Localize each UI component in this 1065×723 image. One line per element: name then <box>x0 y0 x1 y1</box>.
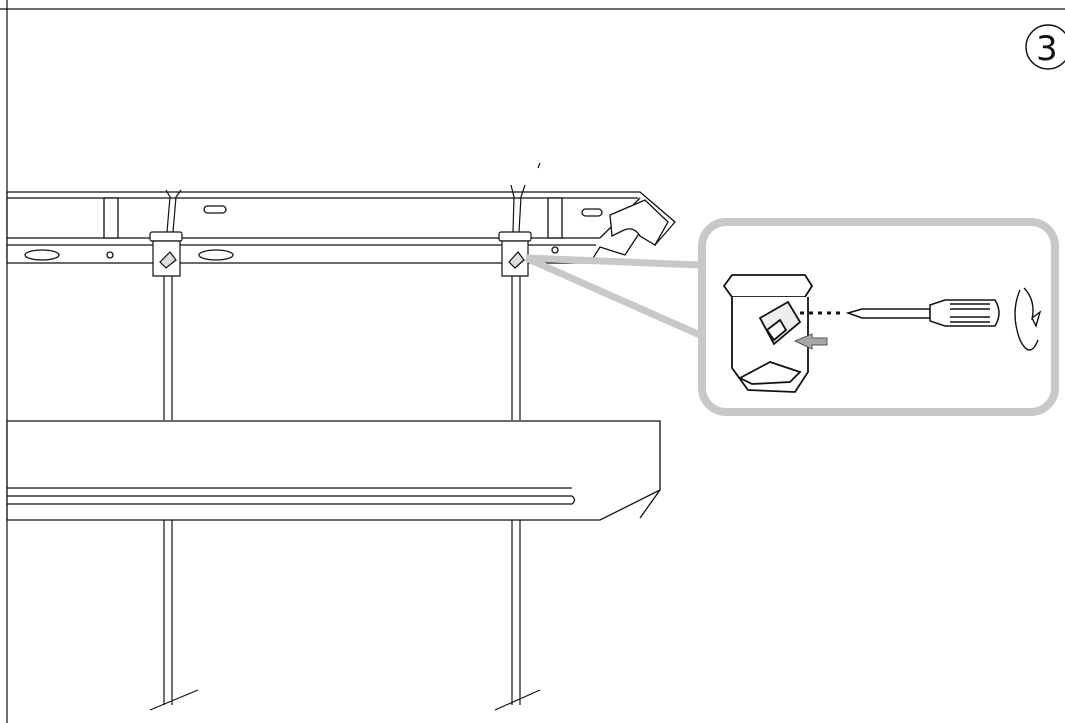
push-arrow-icon <box>793 333 828 350</box>
mounting-rail <box>6 191 676 264</box>
luminaire-body <box>6 420 661 521</box>
callout-connector <box>524 254 702 339</box>
step-number-badge: 3 <box>1025 24 1065 70</box>
cable-tails <box>149 689 541 711</box>
cable-gripper-left <box>149 231 183 277</box>
screwdriver-icon <box>845 299 1000 327</box>
suspension-cables <box>163 276 521 705</box>
gripper-detail <box>722 274 814 393</box>
cable-gripper-right <box>498 231 532 277</box>
wire-ends <box>165 162 541 233</box>
step-number: 3 <box>1036 29 1058 69</box>
rotate-arrow-icon <box>1014 287 1042 351</box>
